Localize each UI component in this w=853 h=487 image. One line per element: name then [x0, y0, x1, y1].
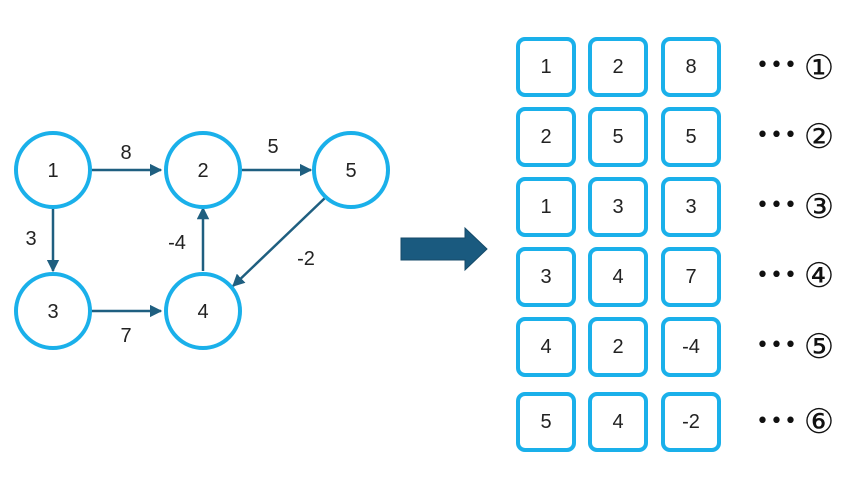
edge-weight-2-5: 5	[267, 136, 278, 158]
row-index-4: ④	[803, 256, 835, 296]
right-arrow-icon	[400, 226, 488, 272]
row-index-2: ②	[803, 117, 835, 157]
row-index-6: ⑥	[803, 402, 835, 442]
edge-weight-1-3: 3	[25, 228, 36, 250]
node-label: 2	[197, 160, 208, 182]
graph-node-3: 3	[14, 272, 92, 350]
edge-weight-5-4: -2	[297, 248, 315, 270]
ellipsis-dots: •••	[756, 409, 798, 434]
edge-weight-1-2: 8	[120, 142, 131, 164]
table-cell: 2	[588, 37, 648, 97]
node-label: 5	[345, 160, 356, 182]
table-cell: 5	[588, 107, 648, 167]
edge-weight-4-2: -4	[168, 232, 186, 254]
ellipsis-dots: •••	[756, 333, 798, 358]
node-label: 4	[197, 301, 208, 323]
table-cell: 1	[516, 177, 576, 237]
table-cell: 4	[516, 317, 576, 377]
table-cell: 7	[661, 247, 721, 307]
node-label: 1	[47, 160, 58, 182]
node-label: 3	[47, 301, 58, 323]
table-cell: 3	[588, 177, 648, 237]
ellipsis-dots: •••	[756, 53, 798, 78]
graph-node-2: 2	[164, 131, 242, 209]
row-index-1: ①	[803, 48, 835, 88]
table-cell: 3	[661, 177, 721, 237]
table-cell: 5	[516, 392, 576, 452]
table-cell: 3	[516, 247, 576, 307]
table-cell: 4	[588, 392, 648, 452]
edge-5-4	[232, 196, 327, 287]
table-cell: 1	[516, 37, 576, 97]
graph-node-5: 5	[312, 131, 390, 209]
table-cell: -4	[661, 317, 721, 377]
table-cell: 2	[588, 317, 648, 377]
ellipsis-dots: •••	[756, 123, 798, 148]
table-cell: 2	[516, 107, 576, 167]
table-cell: 4	[588, 247, 648, 307]
graph-node-4: 4	[164, 272, 242, 350]
table-cell: 8	[661, 37, 721, 97]
ellipsis-dots: •••	[756, 193, 798, 218]
row-index-5: ⑤	[803, 327, 835, 367]
table-cell: -2	[661, 392, 721, 452]
row-index-3: ③	[803, 187, 835, 227]
table-cell: 5	[661, 107, 721, 167]
edge-weight-3-4: 7	[120, 325, 131, 347]
graph-node-1: 1	[14, 131, 92, 209]
ellipsis-dots: •••	[756, 263, 798, 288]
